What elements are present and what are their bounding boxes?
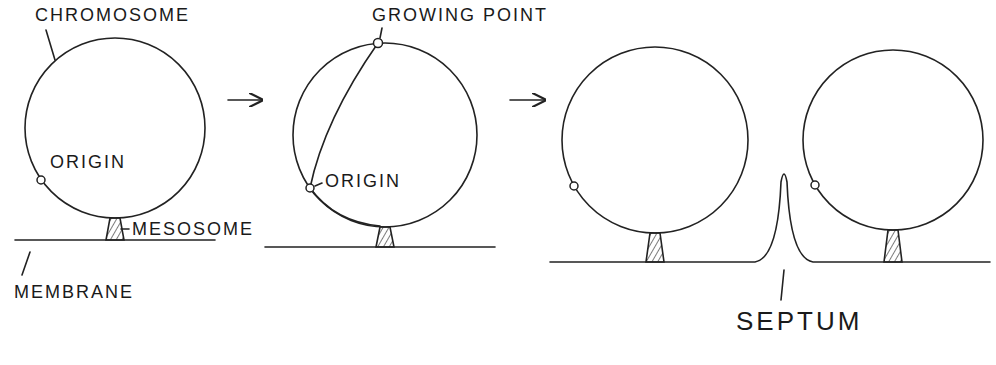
- origin-dot: [811, 181, 819, 189]
- structure-label: MESOSOME: [132, 219, 254, 239]
- chromosome-circle: [25, 38, 205, 218]
- origin-dot: [306, 184, 314, 192]
- mesosome-symbol: [646, 233, 664, 262]
- leader-line: [121, 228, 129, 230]
- structure-label: ORIGIN: [50, 152, 126, 172]
- origin-dot: [37, 176, 45, 184]
- origin-dot: [570, 182, 578, 190]
- mesosome-symbol: [376, 227, 394, 247]
- chromosome-circle: [803, 50, 983, 230]
- structure-label: ORIGIN: [325, 171, 401, 191]
- structure-label: CHROMOSOME: [35, 5, 190, 25]
- leader-line: [380, 28, 382, 38]
- growing-point-dot: [374, 39, 383, 48]
- chromosome-circle: [562, 47, 748, 233]
- structure-label: GROWING POINT: [372, 5, 548, 25]
- structure-label: SEPTUM: [736, 306, 862, 336]
- leader-line: [22, 252, 30, 275]
- step-arrow: [510, 99, 545, 101]
- leader-line: [46, 30, 55, 60]
- mesosome-symbol: [884, 230, 902, 262]
- leader-line: [315, 183, 322, 186]
- step-arrow: [228, 99, 262, 101]
- chromosome-circle: [293, 43, 477, 227]
- leader-line: [781, 270, 784, 300]
- membrane-with-septum: [550, 174, 990, 262]
- replicated-strand: [310, 43, 378, 188]
- structure-label: MEMBRANE: [14, 282, 134, 302]
- replicated-strand: [310, 188, 380, 226]
